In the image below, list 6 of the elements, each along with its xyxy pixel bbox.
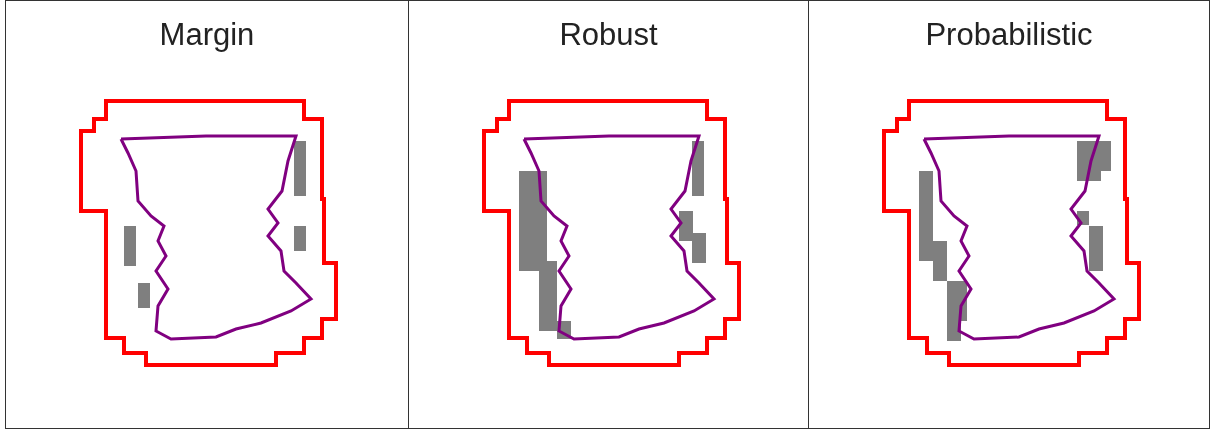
panel-title: Robust bbox=[558, 17, 659, 53]
panel-title: Margin bbox=[158, 17, 256, 53]
panel bbox=[808, 0, 1210, 429]
panel bbox=[5, 0, 409, 429]
panel-title: Probabilistic bbox=[924, 17, 1094, 53]
panel bbox=[408, 0, 809, 429]
